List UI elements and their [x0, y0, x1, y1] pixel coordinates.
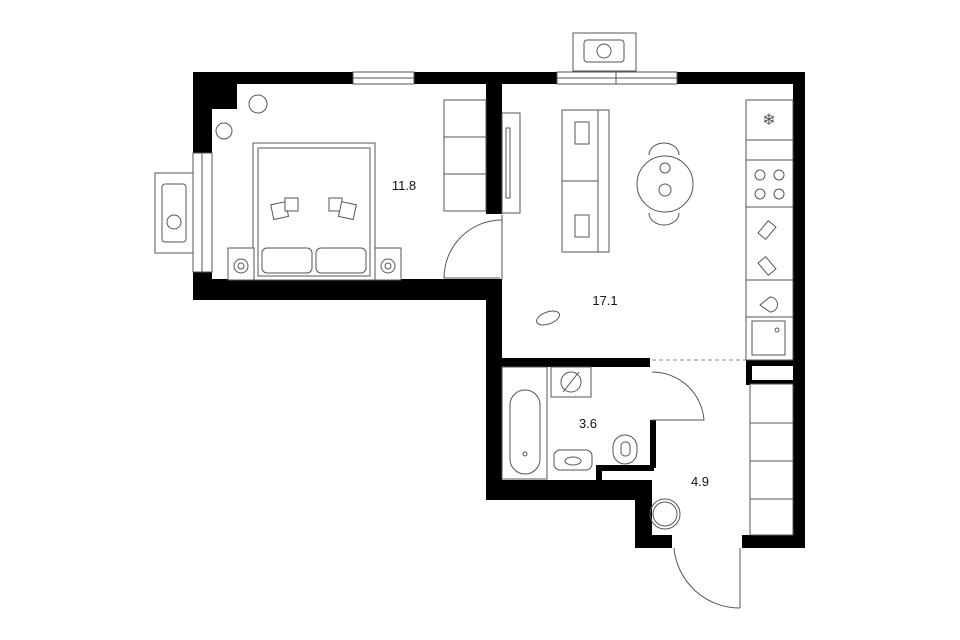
bathroom-door [651, 371, 705, 421]
wardrobe [443, 99, 487, 212]
plant-icons [215, 94, 268, 140]
entrance-door [673, 547, 741, 609]
nightstand-right [374, 247, 402, 281]
bathtub [501, 366, 548, 480]
tv [501, 112, 521, 214]
fridge-icon: ❄ [762, 112, 775, 129]
bedroom-area: 11.8 [392, 178, 416, 193]
wardrobe-hallway [749, 383, 794, 536]
double-bed [252, 142, 376, 281]
bedroom-door [443, 215, 503, 279]
cat-icon [536, 310, 560, 326]
toilet [612, 434, 638, 465]
hallway-area: 4.9 [691, 474, 709, 489]
dining-table [636, 142, 694, 226]
ac-unit-left [154, 172, 194, 254]
sofa [561, 109, 610, 253]
sink [553, 449, 593, 471]
ac-unit-top [572, 32, 637, 72]
kitchen-counter: ❄ [745, 99, 794, 361]
washing-machine [550, 366, 592, 398]
walls [193, 72, 805, 548]
nightstand-left [227, 247, 255, 281]
living-area: 17.1 [592, 293, 617, 308]
round-hatch [649, 498, 681, 530]
bathroom-area: 3.6 [579, 416, 597, 431]
